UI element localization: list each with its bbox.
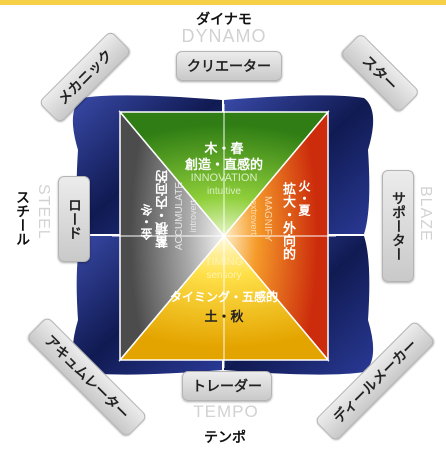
- quadrant-right-en: MAGNIFY: [262, 196, 273, 242]
- quadrant-left-en: ACCUMULATE: [174, 182, 185, 251]
- quadrant-right-main: 拡大・外向的: [280, 182, 295, 260]
- quadrant-bottom-main: タイミング・五感的: [169, 290, 278, 304]
- quadrant-left-en2: introvert: [188, 200, 198, 233]
- right-pill-supporter: サポーター: [382, 170, 414, 282]
- bottom-ghost-label: TEMPO: [193, 402, 259, 421]
- quadrant-bottom-element: 土・秋: [204, 310, 244, 325]
- quadrant-left-element: 金・冬: [140, 204, 154, 240]
- left-ghost-label: STEEL: [35, 184, 52, 240]
- quadrant-bottom-en2: sensory: [206, 270, 242, 281]
- bottom-pill-trader: トレーダー: [182, 371, 272, 401]
- top-title: ダイナモ: [196, 12, 252, 28]
- quadrant-top-en: INNOVATION: [190, 172, 258, 184]
- top-accent-bar: [0, 0, 446, 5]
- quadrant-left-main: 蓄積・内向的: [156, 170, 171, 248]
- top-ghost-label: DYNAMO: [181, 26, 267, 46]
- quadrant-right-en2: extrovert: [249, 200, 259, 236]
- bottom-title: テンポ: [204, 430, 246, 446]
- top-pill-creator: クリエーター: [176, 51, 282, 81]
- quadrant-bottom-en: TIMING: [204, 256, 244, 268]
- quadrant-right-element: 火・夏: [297, 180, 311, 216]
- left-pill-lord: ロード: [58, 176, 90, 262]
- quadrant-top-element: 木・春: [204, 142, 244, 157]
- quadrant-top-main: 創造・直感的: [184, 158, 263, 173]
- left-title: スチール: [14, 190, 30, 246]
- quadrant-top-en2: intuitive: [207, 186, 241, 197]
- right-ghost-label: BLAZE: [417, 186, 434, 242]
